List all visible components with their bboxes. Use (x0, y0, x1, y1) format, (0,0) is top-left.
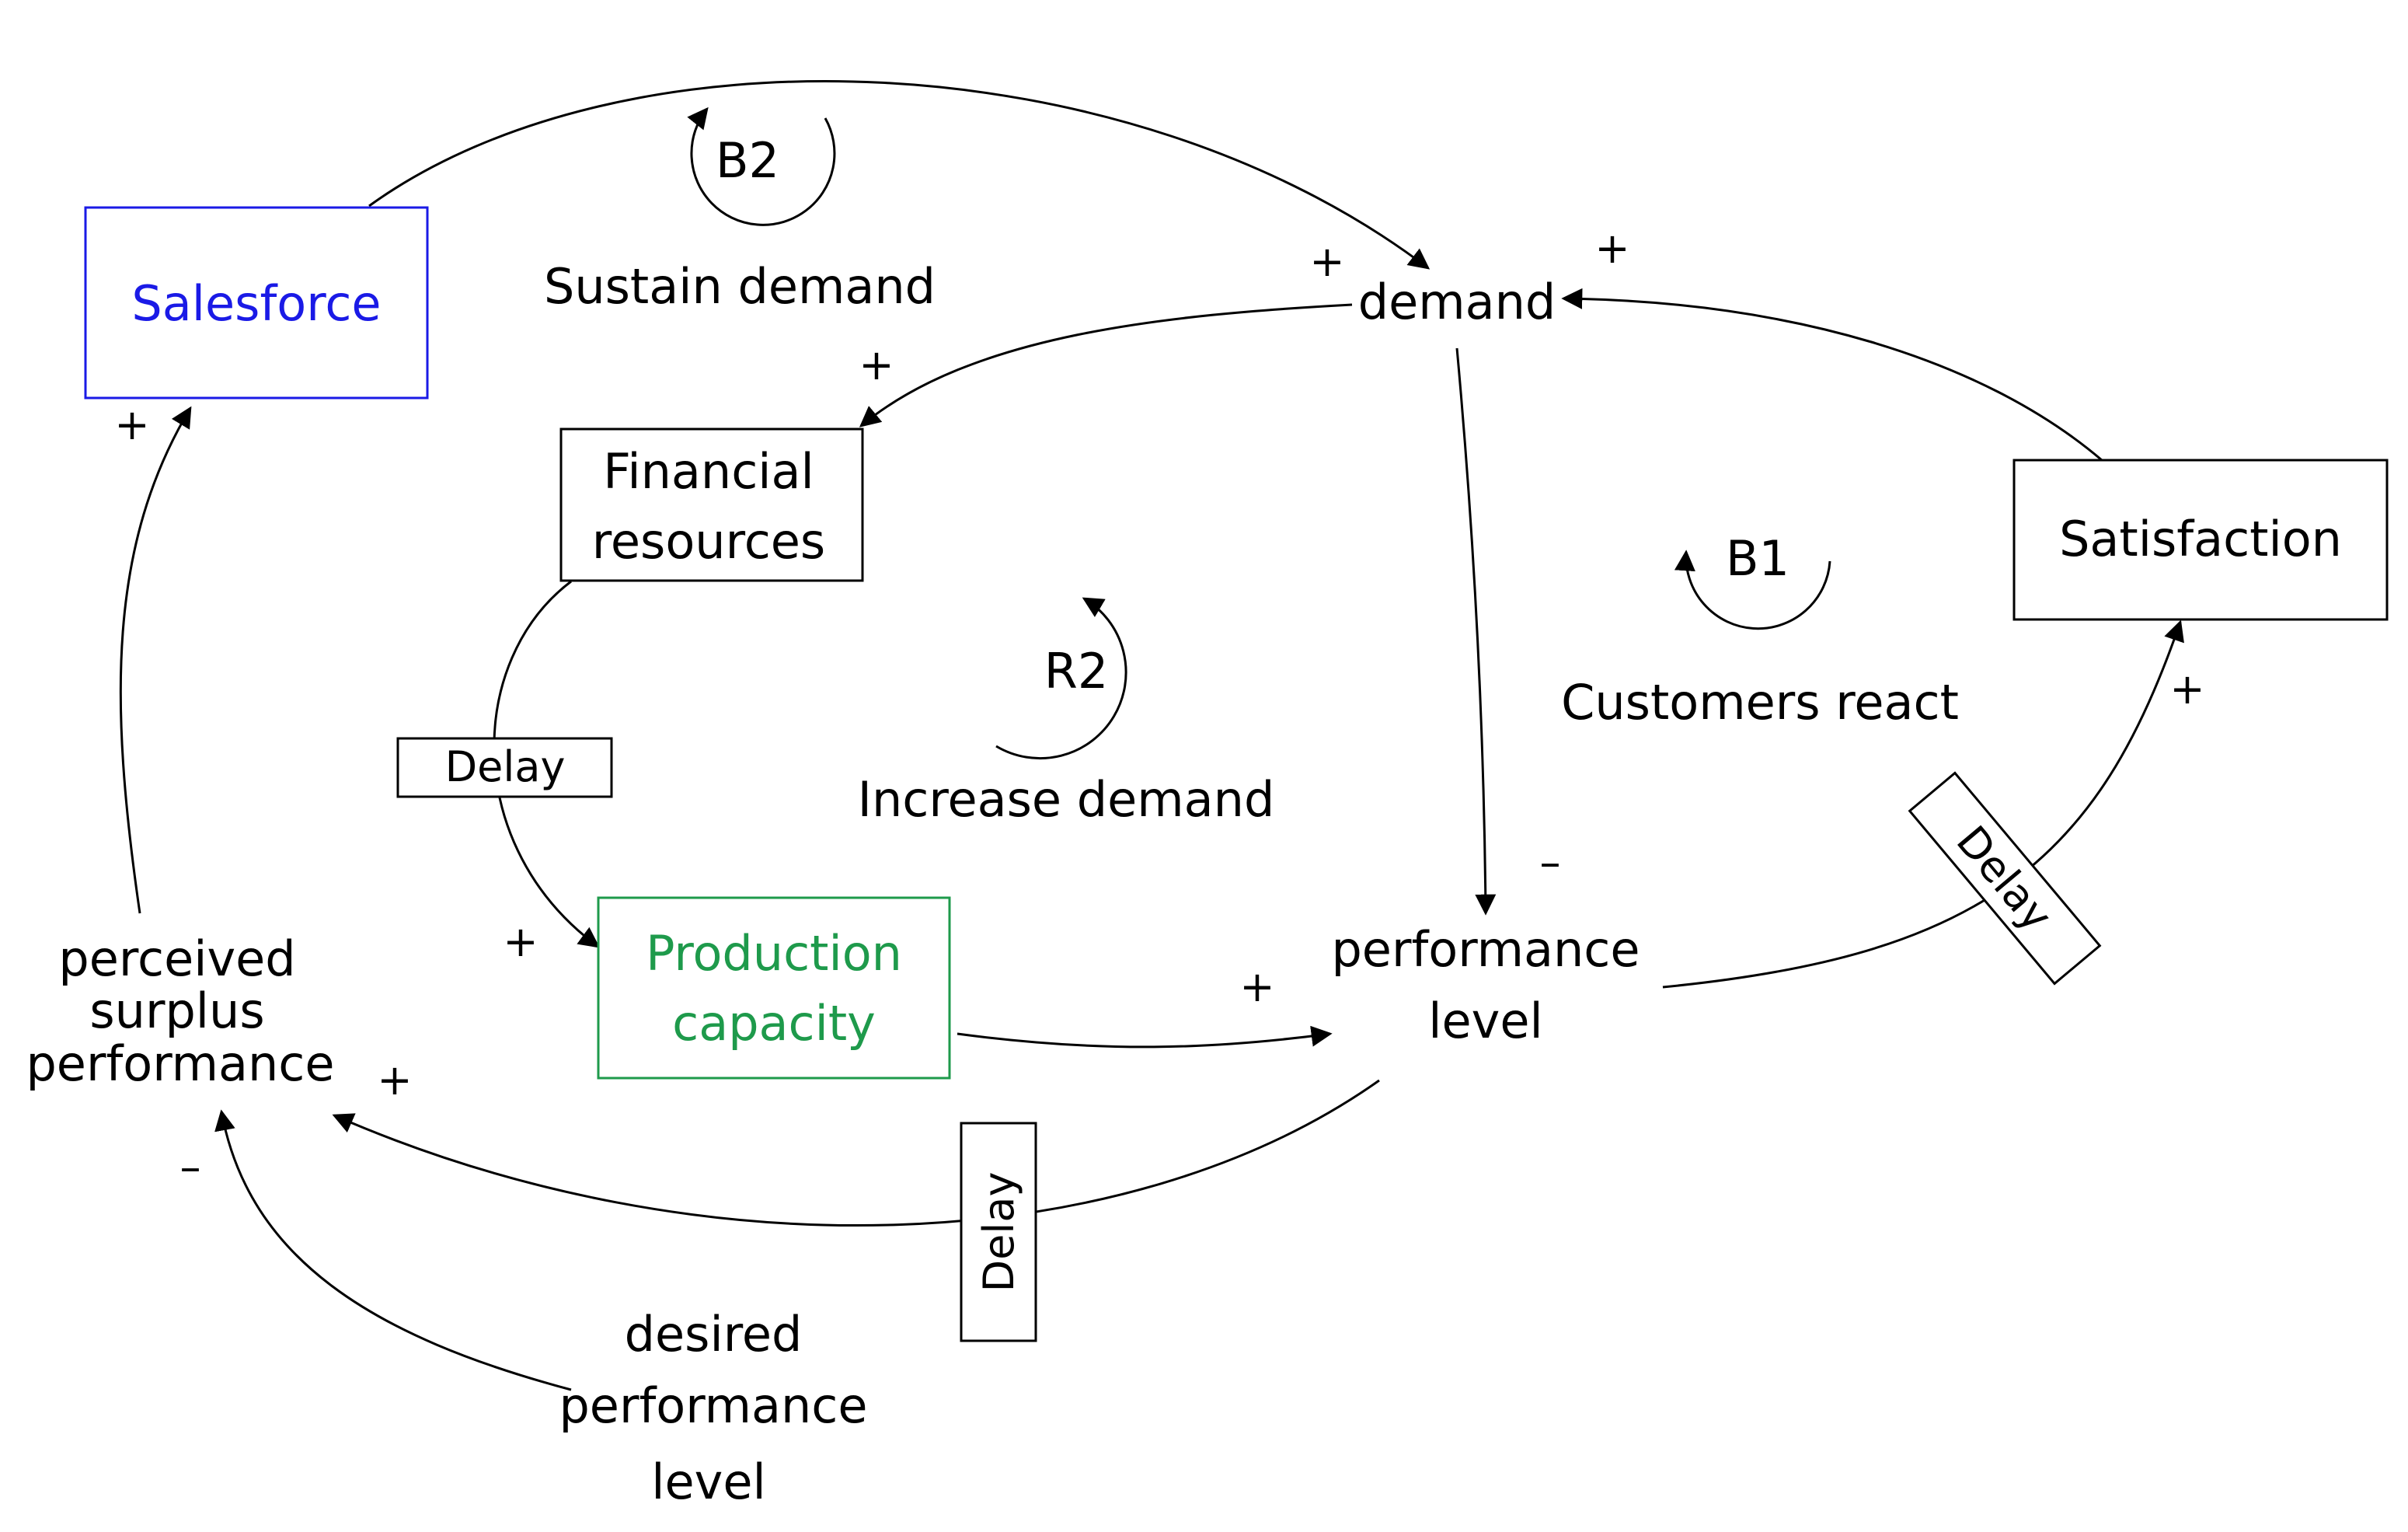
loop-arrow-b1 (1674, 550, 1831, 630)
desired-label-line2: performance (559, 1377, 867, 1434)
polarity-plus-salesforce: + (114, 400, 149, 449)
delay-marker-performance-satisfaction: Delay (1908, 771, 2102, 986)
production-box (597, 896, 951, 1080)
financial-box (559, 427, 864, 582)
loop-id-b1: B1 (1726, 530, 1789, 587)
delay-marker-financial-production: Delay (396, 737, 613, 798)
salesforce-label: Salesforce (131, 275, 381, 332)
satisfaction-label: Satisfaction (2059, 511, 2342, 567)
salesforce-box (84, 206, 429, 400)
desired-label-line1: desired (625, 1306, 803, 1363)
link-perceived-to-salesforce (119, 406, 192, 914)
link-demand-to-performance (1455, 347, 1497, 916)
loop-name-r2: Increase demand (858, 771, 1275, 828)
desired-label-line3: level (651, 1453, 765, 1510)
perceived-label-line2: surplus (89, 982, 264, 1039)
loop-name-b2: Sustain demand (544, 258, 936, 315)
polarity-plus-production: + (503, 917, 538, 966)
polarity-minus-perceived: – (180, 1143, 201, 1192)
polarity-plus-demand-from-salesforce: + (1309, 237, 1344, 286)
loop-id-r2: R2 (1044, 643, 1109, 700)
perceived-label-line3: performance (26, 1035, 334, 1092)
link-production-to-performance (957, 1025, 1333, 1049)
polarity-plus-performance: + (1239, 962, 1274, 1011)
delay-label: Delay (445, 742, 566, 791)
link-salesforce-to-demand (368, 79, 1431, 270)
performance-label-line1: performance (1331, 921, 1640, 978)
polarity-plus-financial: + (859, 340, 894, 389)
performance-label-line2: level (1428, 993, 1542, 1049)
polarity-minus-performance: – (1540, 838, 1561, 887)
loop-arrow-b2 (687, 106, 836, 226)
polarity-plus-perceived: + (377, 1056, 412, 1105)
link-performance-to-perceived (332, 1079, 1380, 1227)
perceived-label-line1: perceived (58, 930, 295, 987)
financial-label-line2: resources (592, 513, 825, 570)
loop-arrow-r2 (995, 597, 1127, 760)
financial-label-line1: Financial (603, 443, 814, 500)
demand-label: demand (1358, 274, 1556, 330)
link-desired-to-perceived (214, 1109, 572, 1391)
loop-name-b1: Customers react (1561, 674, 1959, 731)
production-label-line1: Production (646, 925, 902, 982)
delay-marker-performance-perceived: Delay (960, 1122, 1037, 1342)
delay-label: Delay (974, 1172, 1023, 1293)
link-satisfaction-to-demand (1561, 288, 2103, 462)
link-demand-to-financial (859, 303, 1353, 427)
production-label-line2: capacity (672, 995, 876, 1052)
loop-id-b2: B2 (716, 132, 779, 189)
polarity-plus-demand-from-satisfaction: + (1594, 224, 1629, 273)
polarity-plus-satisfaction: + (2169, 665, 2204, 714)
satisfaction-box (2012, 459, 2389, 621)
